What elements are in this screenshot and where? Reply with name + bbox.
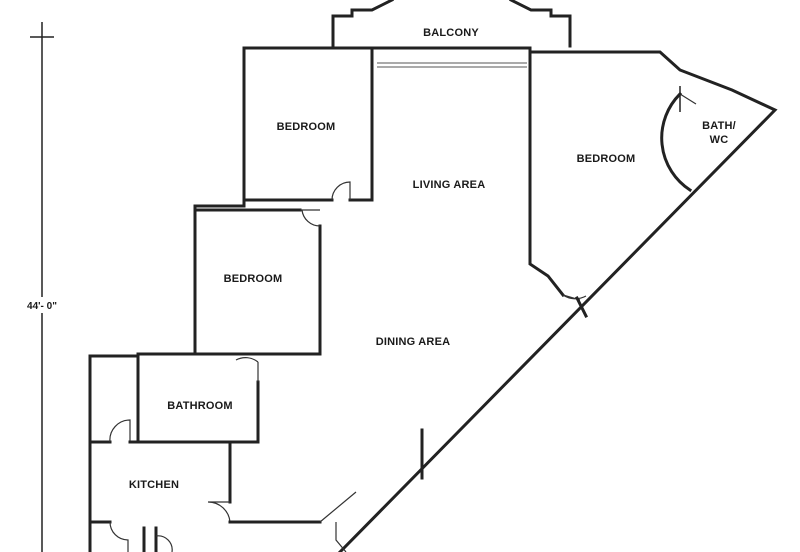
height-dimension: 44'- 0"	[14, 22, 70, 552]
kitchen-label: KITCHEN	[129, 479, 179, 491]
living-area-label: LIVING AREA	[413, 179, 486, 191]
bedroom-top-walls	[242, 181, 351, 202]
bedroom-right-walls	[528, 50, 589, 319]
bath-wc-label-line2: WC	[710, 134, 729, 146]
balcony	[331, 0, 572, 68]
bathroom-walls	[136, 354, 260, 444]
dining-area-label: DINING AREA	[376, 336, 451, 348]
bedroom-right-label: BEDROOM	[577, 153, 636, 165]
bedroom-middle-label: BEDROOM	[224, 273, 283, 285]
kitchen-walls	[88, 419, 357, 552]
height-dimension-label: 44'- 0"	[27, 301, 57, 312]
bedroom-middle-walls	[193, 208, 322, 356]
balcony-label: BALCONY	[423, 27, 479, 39]
bath-wc-label-line1: BATH/	[702, 120, 736, 132]
bathroom-label: BATHROOM	[167, 400, 233, 412]
bedroom-top-label: BEDROOM	[277, 121, 336, 133]
bath-wc-walls	[660, 86, 697, 193]
exterior-walls	[88, 46, 778, 552]
